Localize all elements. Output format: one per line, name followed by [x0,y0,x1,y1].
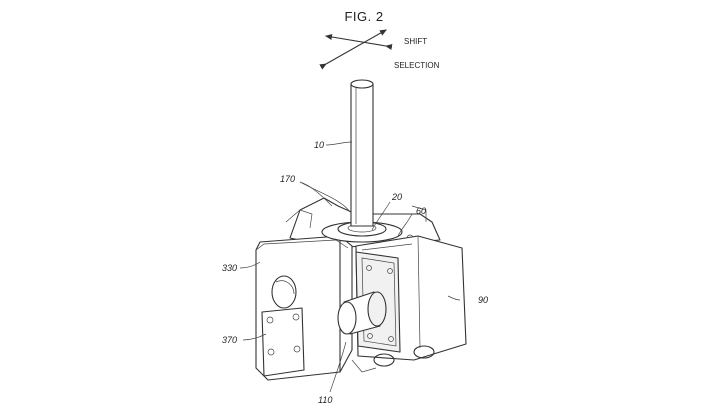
label-170: 170 [280,174,295,184]
flange-20 [321,221,403,243]
shift-arrow [325,34,393,50]
cover-plate-370 [261,307,305,377]
label-90: 90 [478,295,488,305]
label-330: 330 [222,263,237,273]
shaft-10 [350,79,374,227]
label-370: 370 [222,335,237,345]
selection-label: SELECTION [394,61,440,70]
reference-numerals: 10 170 20 60 330 90 370 110 [222,140,488,405]
label-10: 10 [314,140,324,150]
selection-arrow [319,29,387,70]
label-20: 20 [391,192,402,202]
label-110: 110 [318,395,332,405]
label-60: 60 [416,206,426,216]
bottom-rollers [351,345,435,373]
direction-arrows: SHIFT SELECTION [319,29,440,70]
cylinder-110 [337,291,387,335]
figure-title: FIG. 2 [344,9,383,24]
shift-label: SHIFT [404,37,427,46]
leader-lines [239,141,461,393]
